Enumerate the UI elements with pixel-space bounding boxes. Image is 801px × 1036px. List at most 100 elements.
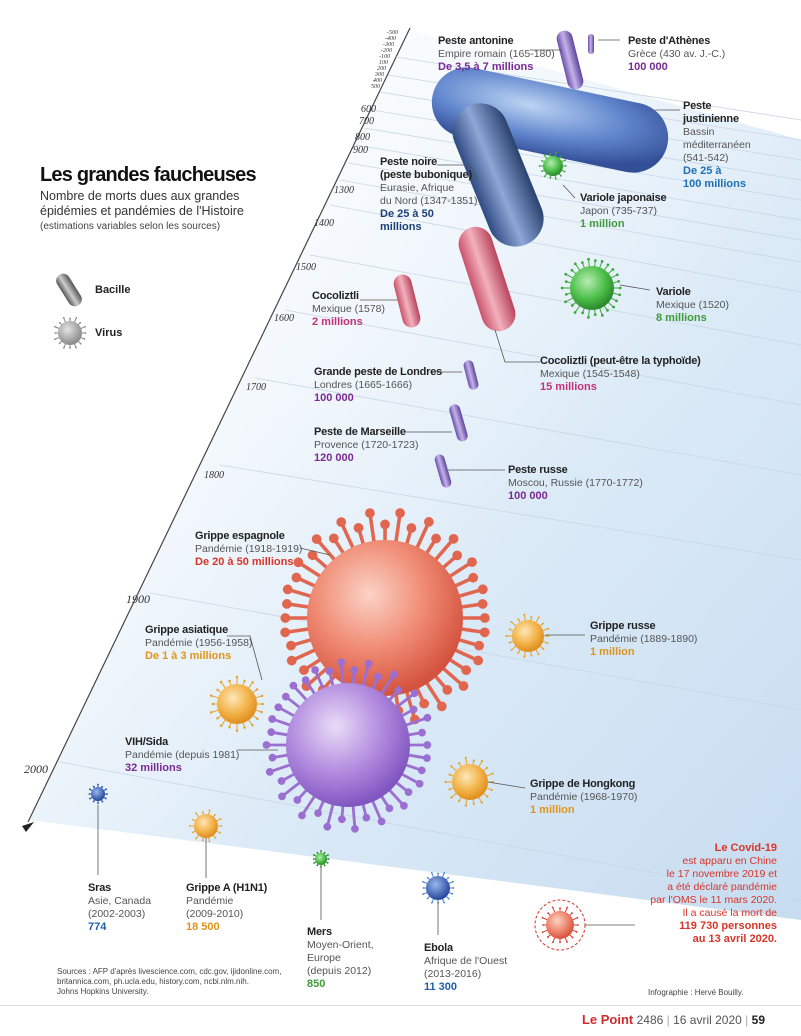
place: Provence (1720-1723)	[314, 439, 419, 451]
place: méditerranéen	[683, 139, 751, 151]
place: (541-542)	[683, 152, 729, 164]
axis-tick-label: 200	[377, 66, 386, 72]
virus-covid	[541, 906, 579, 944]
name: Variole japonaise	[580, 192, 667, 204]
axis-tick-label: 100	[379, 60, 388, 66]
virus-ebola	[422, 872, 455, 904]
name: VIH/Sida	[125, 736, 169, 748]
deaths: De 1 à 3 millions	[145, 650, 232, 662]
covid-deaths: 119 730 personnes	[679, 920, 777, 932]
covid-title: Le Covid-19	[714, 842, 777, 854]
axis-tick-label: 700	[359, 116, 374, 127]
place: Mexique (1520)	[656, 299, 729, 311]
place: Moscou, Russie (1770-1772)	[508, 477, 643, 489]
label-londres: Grande peste de Londres Londres (1665-16…	[314, 366, 442, 405]
legend-bacillus-label: Bacille	[95, 284, 131, 296]
name: Peste de Marseille	[314, 426, 406, 438]
grid-lines	[59, 56, 801, 901]
place: Grèce (430 av. J.-C.)	[628, 48, 726, 60]
place: Pandémie (1889-1890)	[590, 633, 698, 645]
axis-tick-label: 800	[355, 132, 370, 143]
axis-tick-label: 500	[371, 84, 380, 90]
name: Ebola	[424, 942, 453, 954]
page-title: Les grandes faucheuses	[40, 164, 257, 186]
place: Japon (735-737)	[580, 205, 658, 217]
deaths: 2 millions	[312, 316, 363, 328]
sources-line: britannica.com, ph.ucla.edu, history.com…	[57, 977, 249, 986]
page-note: (estimations variables selon les sources…	[40, 221, 221, 232]
label-justinienne: Peste justinienne Bassin méditerranéen (…	[683, 100, 751, 191]
label-vih: VIH/Sida Pandémie (depuis 1981) 32 milli…	[125, 736, 239, 775]
header: Les grandes faucheuses Nombre de morts d…	[40, 164, 300, 232]
label-cocoliztli-1545: Cocoliztli (peut-être la typhoïde) Mexiq…	[540, 355, 701, 394]
deaths: 774	[88, 921, 107, 933]
legend-virus-label: Virus	[95, 327, 123, 339]
label-grippe-russe: Grippe russe Pandémie (1889-1890) 1 mill…	[590, 620, 697, 659]
deaths: 11 300	[424, 981, 458, 993]
label-peste-russe: Peste russe Moscou, Russie (1770-1772) 1…	[508, 464, 643, 503]
virus-sras	[88, 783, 108, 805]
axis-tick-label: 1700	[246, 382, 266, 393]
virus-h1n1	[188, 809, 223, 843]
issue-date: 16 avril 2020	[673, 1013, 742, 1027]
label-grippe-asiatique: Grippe asiatique Pandémie (1956-1958) De…	[145, 624, 252, 663]
deaths: 120 000	[314, 452, 354, 464]
axis-tick-label: 600	[361, 104, 376, 115]
covid-deaths-date: au 13 avril 2020.	[692, 933, 777, 945]
name: (peste bubonique)	[380, 169, 472, 181]
axis-tick-label: 1400	[314, 218, 334, 229]
deaths: De 3,5 à 7 millions	[438, 61, 534, 73]
name: Grippe espagnole	[195, 530, 285, 542]
deaths: 100 000	[508, 490, 548, 502]
label-mers: Mers Moyen-Orient, Europe (depuis 2012) …	[307, 926, 374, 991]
leader-lines	[97, 39, 680, 935]
covid-line: le 17 novembre 2019 et	[666, 868, 777, 880]
label-h1n1: Grippe A (H1N1) Pandémie (2009-2010) 18 …	[186, 882, 267, 934]
place: Eurasie, Afrique	[380, 182, 455, 194]
place: Mexique (1578)	[312, 303, 385, 315]
bacillus-cocoliztli-1545	[458, 226, 516, 332]
footer-rule	[0, 1005, 801, 1006]
place: Asie, Canada	[88, 895, 152, 907]
deaths: De 25 à	[683, 165, 722, 177]
axis-tick-label: -100	[379, 54, 390, 60]
label-ebola: Ebola Afrique de l'Ouest (2013-2016) 11 …	[424, 942, 507, 994]
place: Bassin	[683, 126, 715, 138]
name: Peste russe	[508, 464, 568, 476]
deaths: 100 000	[628, 61, 668, 73]
place: Pandémie (depuis 1981)	[125, 749, 240, 761]
name: Peste noire	[380, 156, 438, 168]
bacillus-russe	[434, 454, 452, 488]
axis-tick-label: 1600	[274, 313, 294, 324]
label-variole: Variole Mexique (1520) 8 millions	[656, 286, 729, 325]
covid-line: est apparu en Chine	[682, 855, 777, 867]
deaths: millions	[380, 221, 422, 233]
name: Grande peste de Londres	[314, 366, 443, 378]
place: Pandémie (1968-1970)	[530, 791, 638, 803]
sources: Sources : AFP d'après livescience.com, c…	[57, 967, 281, 997]
timeline-axis	[27, 27, 411, 823]
place: Europe	[307, 952, 341, 964]
virus-vih	[262, 658, 432, 833]
covid-line: a été déclaré pandémie	[667, 881, 777, 893]
virus-mers	[312, 849, 330, 868]
virus-grippe-russe	[505, 613, 550, 658]
name: Mers	[307, 926, 332, 938]
label-peste-noire: Peste noire (peste bubonique) Eurasie, A…	[380, 156, 477, 234]
place: du Nord (1347-1351)	[380, 195, 478, 207]
name: Variole	[656, 286, 691, 298]
bacillus-marseille	[449, 404, 468, 442]
axis-arrow	[22, 822, 34, 832]
axis-tick-label: -300	[383, 42, 394, 48]
deaths: 8 millions	[656, 312, 707, 324]
name: Grippe de Hongkong	[530, 778, 636, 790]
axis-tick-label: 1300	[334, 185, 354, 196]
page-number: 59	[751, 1013, 765, 1027]
axis-tick-label: -200	[381, 48, 392, 54]
label-grippe-espagnole: Grippe espagnole Pandémie (1918-1919) De…	[195, 530, 302, 569]
name: Cocoliztli (peut-être la typhoïde)	[540, 355, 701, 367]
covid-note: Le Covid-19 est apparu en Chine le 17 no…	[612, 842, 777, 946]
virus-grippe-asiatique	[209, 675, 264, 732]
